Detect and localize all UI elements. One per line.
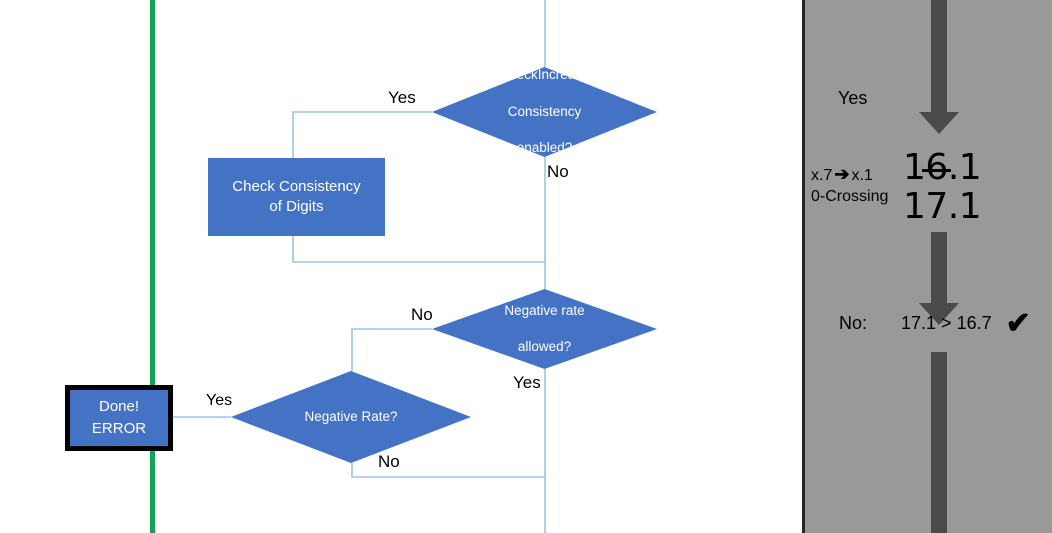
edge-label-yes-negative-rate-allowed: Yes [513,373,541,392]
down-arrow-top-shaft [931,0,947,116]
right-arrow-icon: ➔ [834,164,850,184]
edge-label-no-negative-rate-allowed: No [411,305,433,324]
panel-row-label-transition: x.7➔x.1 [811,163,888,187]
panel-value-struck: 16.1 [903,147,982,188]
edge-label-yes-checkincrease: Yes [388,88,416,107]
process-check-consistency-of-digits[interactable]: Check Consistency of Digits [208,158,385,236]
panel-yes-label: Yes [838,88,868,108]
process-check-consistency-line1: Check Consistency [232,177,361,195]
down-arrow-bottom-shaft [931,232,947,307]
panel-row-label-suffix: x.1 [851,167,873,184]
edge-label-yes-to-done-error: Yes [206,392,233,409]
process-check-consistency-line2: of Digits [269,198,324,215]
down-arrow-bottom-head [919,303,959,325]
panel-value-second: 17.1 [903,185,982,227]
edge-label-no-negative-rate: No [378,452,400,471]
panel-value-struck-digit: 6 [922,147,952,188]
connector-yes-to-check [292,111,432,158]
panel-row-labels: x.7➔x.1 0-Crossing [811,163,888,208]
decision-negative-rate-allowed-line2: allowed? [517,339,572,355]
terminator-done-line2: ERROR [91,420,147,437]
green-separator-line [150,0,155,533]
panel-conclusion-word: No: [839,313,868,333]
panel-arrow-graphics [919,0,959,533]
continuation-bar [931,352,947,533]
connector-no-to-negrate [351,328,432,371]
example-panel: Yes x.7➔x.1 0-Crossing 16.1 17.1 No: 17.1… [802,0,1052,533]
flowchart-connectors [173,0,546,533]
panel-values: 16.1 17.1 [903,147,982,227]
panel-conclusion: No: 17.1 > 16.7 ✔ [839,309,1031,339]
terminator-done-line1: Done! [98,398,140,416]
decision-checkincrease-line2: Consistency [507,103,582,119]
connector-negrate-no-rejoin [351,463,545,478]
flowchart-canvas: CheckIncrease Consistency enabled? Check… [65,0,657,533]
panel-conclusion-inequality: 17.1 > 16.7 [901,313,992,333]
panel-value-struck-before: 1 [903,147,926,188]
edge-label-no-checkincrease: No [547,162,569,181]
down-arrow-top-head [919,112,959,134]
terminator-done-error[interactable]: Done! ERROR [65,385,173,451]
panel-value-struck-after: .1 [947,147,982,188]
panel-row-label-prefix: x.7 [811,167,833,184]
decision-negative-rate-allowed-line1: Negative rate [504,302,585,318]
panel-row-label-zero-crossing: 0-Crossing [811,187,889,205]
decision-negative-rate-label: Negative Rate? [304,408,398,424]
connector-check-rejoin [292,236,545,263]
check-mark-icon: ✔ [1005,307,1031,340]
